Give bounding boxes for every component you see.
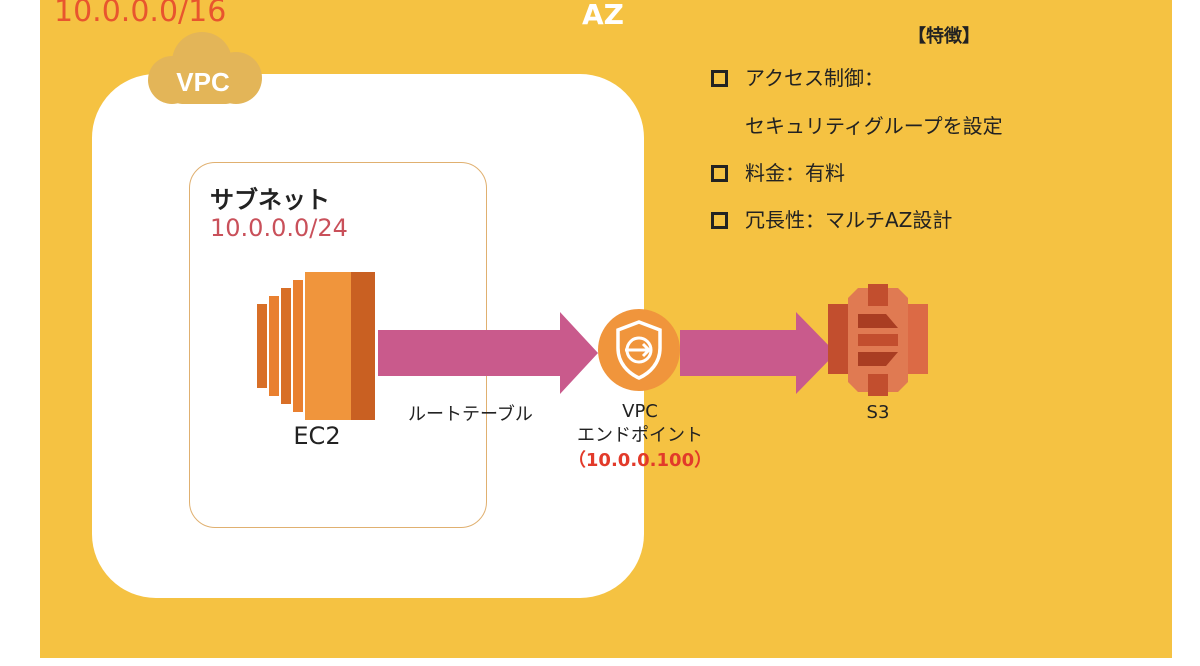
vpc-cloud-icon: VPC: [148, 32, 262, 104]
feature-text: 料金：有料: [745, 161, 845, 185]
vpc-cidr: 10.0.0.0/16: [54, 0, 227, 29]
feature-text: セキュリティグループを設定: [745, 114, 1003, 138]
subnet-cidr: 10.0.0.0/24: [210, 214, 348, 242]
vpc-label: VPC: [176, 67, 230, 97]
features-list: アクセス制御： セキュリティグループを設定 料金：有料 冗長性：マルチAZ設計: [708, 64, 1003, 234]
endpoint-arrow: [680, 312, 836, 394]
feature-text: アクセス制御：: [745, 66, 884, 90]
checkbox-icon: [711, 165, 728, 182]
s3-label: S3: [866, 402, 890, 423]
checkbox-icon: [711, 212, 728, 229]
vpc-endpoint-ip: （10.0.0.100）: [567, 450, 713, 471]
feature-text: 冗長性：マルチAZ設計: [745, 208, 953, 232]
checkbox-icon: [711, 70, 728, 87]
features-title: 【特徴】: [908, 26, 980, 47]
subnet-title: サブネット: [210, 186, 330, 214]
az-title: AZ: [582, 0, 624, 31]
feature-item: アクセス制御：: [708, 64, 1003, 92]
vpc-endpoint-icon: [598, 309, 680, 391]
vpc-endpoint-subtitle: エンドポイント: [577, 425, 703, 446]
ec2-icon: [257, 272, 375, 420]
ec2-label: EC2: [293, 422, 341, 450]
s3-icon: [828, 284, 928, 396]
feature-item: 冗長性：マルチAZ設計: [708, 206, 1003, 234]
feature-item-continued: セキュリティグループを設定: [708, 112, 1003, 140]
vpc-endpoint-name: VPC: [622, 401, 658, 422]
route-table-label: ルートテーブル: [408, 404, 533, 425]
route-arrow: [378, 312, 598, 394]
feature-item: 料金：有料: [708, 159, 1003, 187]
